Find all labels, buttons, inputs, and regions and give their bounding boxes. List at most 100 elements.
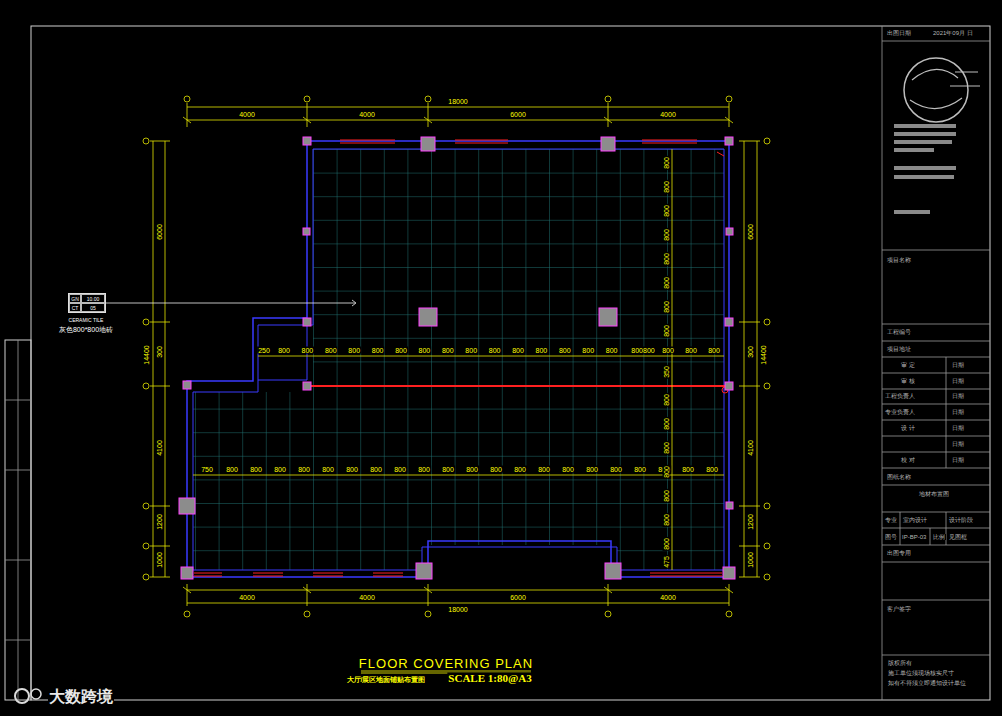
title-block-field: 日期 <box>951 425 965 431</box>
title-block-field: 图号 <box>884 534 898 540</box>
title-block-field: 2021年09月 日 <box>932 30 974 36</box>
tile-dimension: 800 <box>633 466 647 473</box>
tile-dimension: 800 <box>663 489 670 503</box>
dimension-text: 300 <box>156 345 163 359</box>
dimension-text: 4100 <box>156 439 163 457</box>
dimension-text: 14400 <box>760 344 767 365</box>
tile-dimension: 800 <box>663 393 670 407</box>
tile-dimension: 800 <box>663 417 670 431</box>
tile-dimension: 250 <box>257 347 271 354</box>
dimension-text: 1200 <box>747 513 754 531</box>
tile-dimension: 800 <box>707 347 721 354</box>
dimension-text: 1000 <box>156 551 163 569</box>
dimension-text: 4000 <box>659 594 677 601</box>
tile-dimension: 800 <box>705 466 719 473</box>
tile-dimension: 800 <box>321 466 335 473</box>
title-block-field: 审 定 <box>900 362 916 368</box>
tile-dimension: 800 <box>465 466 479 473</box>
tile-dimension: 800 <box>684 347 698 354</box>
material-note: 灰色800*800地砖 <box>58 326 114 333</box>
tile-dimension: 350 <box>663 365 670 379</box>
tile-dimension: 800 <box>663 324 670 338</box>
title-block-field: 版权所有 <box>887 660 913 666</box>
tile-dimension: 800 <box>345 466 359 473</box>
tile-dimension: 800 <box>663 180 670 194</box>
tile-dimension: 800 <box>369 466 383 473</box>
title-block-field: 设计阶段 <box>948 517 974 523</box>
tile-dimension: 475 <box>663 555 670 569</box>
tile-dimension: 800 <box>441 466 455 473</box>
tile-dimension: 800 <box>663 537 670 551</box>
dimension-text: 6000 <box>509 111 527 118</box>
tile-dimension: 800 <box>663 252 670 266</box>
dimension-text: 1200 <box>156 513 163 531</box>
tile-dimension: 800 <box>681 466 695 473</box>
tile-dimension: 800 <box>581 347 595 354</box>
title-block-field: 工程负责人 <box>884 393 916 399</box>
tile-dimension: 800 <box>273 466 287 473</box>
title-block-field: 客户签字 <box>886 606 912 612</box>
tile-dimension: 800 <box>663 156 670 170</box>
tile-dimension: 800 <box>661 347 675 354</box>
tile-dimension: 800 <box>371 347 385 354</box>
title-block-field: 如有不符须立即通知设计单位 <box>887 680 967 686</box>
title-block-field: 专业负责人 <box>884 409 916 415</box>
material-tag: GN10.00CT05 <box>68 293 106 313</box>
dimension-text: 1000 <box>747 551 754 569</box>
title-block-field: 出图专用 <box>886 550 912 556</box>
tag-cell: 05 <box>81 303 105 312</box>
tile-dimension: 800 <box>663 465 670 479</box>
dimension-text: 6000 <box>156 223 163 241</box>
title-block-field: 校 对 <box>900 457 916 463</box>
tag-cell: GN <box>69 294 81 303</box>
title-block-field: 比例 <box>932 534 946 540</box>
tile-dimension: 800 <box>663 204 670 218</box>
title-block-field: 室内设计 <box>902 517 928 523</box>
tile-dimension: 800 <box>513 466 527 473</box>
material-note: CERAMIC TILE <box>68 318 105 323</box>
title-block-field: 图纸名称 <box>886 474 912 480</box>
tile-dimension: 800 <box>301 347 315 354</box>
tile-dimension: 800 <box>663 513 670 527</box>
watermark: 大数跨境 <box>48 689 114 705</box>
tile-dimension: 800 <box>347 347 361 354</box>
title-block-field: 日期 <box>951 409 965 415</box>
drawing-title: FLOOR COVERING PLAN <box>358 657 534 670</box>
dimension-text: 18000 <box>447 98 468 105</box>
title-block-field: 工程编号 <box>886 329 912 335</box>
title-block-field: 专业 <box>884 517 898 523</box>
dimension-text: 6000 <box>747 223 754 241</box>
title-block-field: IP-BP-03 <box>901 534 927 540</box>
dimension-text: 4000 <box>358 594 376 601</box>
tile-dimension: 800 <box>394 347 408 354</box>
dimension-text: 4000 <box>358 111 376 118</box>
tile-dimension: 800 <box>393 466 407 473</box>
tile-dimension: 800 <box>441 347 455 354</box>
drawing-subtitle: 大厅/展区地面铺贴布置图 <box>346 676 427 683</box>
tile-dimension: 750 <box>200 466 214 473</box>
tile-dimension: 800 <box>561 466 575 473</box>
dimension-text: 14400 <box>143 344 150 365</box>
title-block-field: 项目名称 <box>886 257 912 263</box>
tile-dimension: 800800 <box>630 347 655 354</box>
scale-text: SCALE 1:80@A3 <box>447 673 532 684</box>
tile-dimension: 800 <box>297 466 311 473</box>
tile-dimension: 800 <box>324 347 338 354</box>
tile-dimension: 800 <box>249 466 263 473</box>
title-block-field: 日期 <box>951 362 965 368</box>
tile-dimension: 800 <box>605 347 619 354</box>
dimension-text: 4000 <box>659 111 677 118</box>
tile-dimension: 800 <box>663 300 670 314</box>
tag-cell: 10.00 <box>81 294 105 303</box>
tile-dimension: 800 <box>464 347 478 354</box>
title-block-field: 日期 <box>951 457 965 463</box>
tile-dimension: 800 <box>535 347 549 354</box>
tag-cell: CT <box>69 303 81 312</box>
dimension-text: 18000 <box>447 606 468 613</box>
tile-dimension: 800 <box>663 276 670 290</box>
tile-dimension: 800 <box>488 347 502 354</box>
tile-dimension: 800 <box>225 466 239 473</box>
tile-dimension: 800 <box>277 347 291 354</box>
tile-dimension: 800 <box>418 347 432 354</box>
dimension-text: 4100 <box>747 439 754 457</box>
